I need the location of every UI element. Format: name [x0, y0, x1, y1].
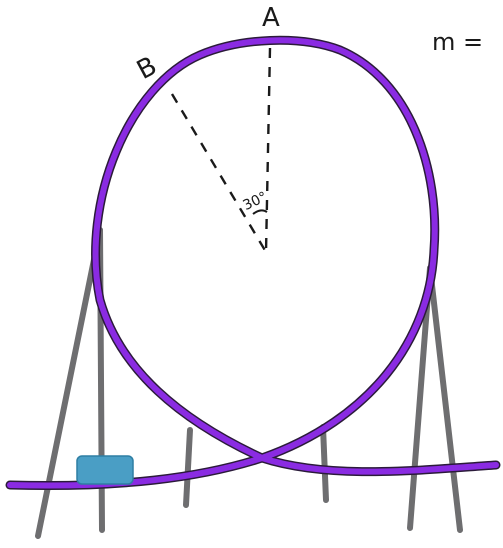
track-outline [5, 35, 501, 491]
radius-line-to-b [170, 93, 268, 253]
track-line [7, 37, 499, 489]
angle-arc [252, 209, 268, 215]
radius-lines [170, 47, 272, 253]
cart [76, 455, 134, 485]
support-leg-right-outer [427, 265, 463, 533]
track [5, 35, 501, 491]
support-leg-left-outer [35, 227, 103, 539]
point-a-label: A [262, 3, 280, 33]
support-post-center-right [320, 424, 329, 503]
mass-label: m = [432, 28, 483, 56]
radius-line-to-a [264, 47, 272, 253]
support-legs [35, 227, 463, 539]
support-post-center-left [183, 427, 193, 508]
